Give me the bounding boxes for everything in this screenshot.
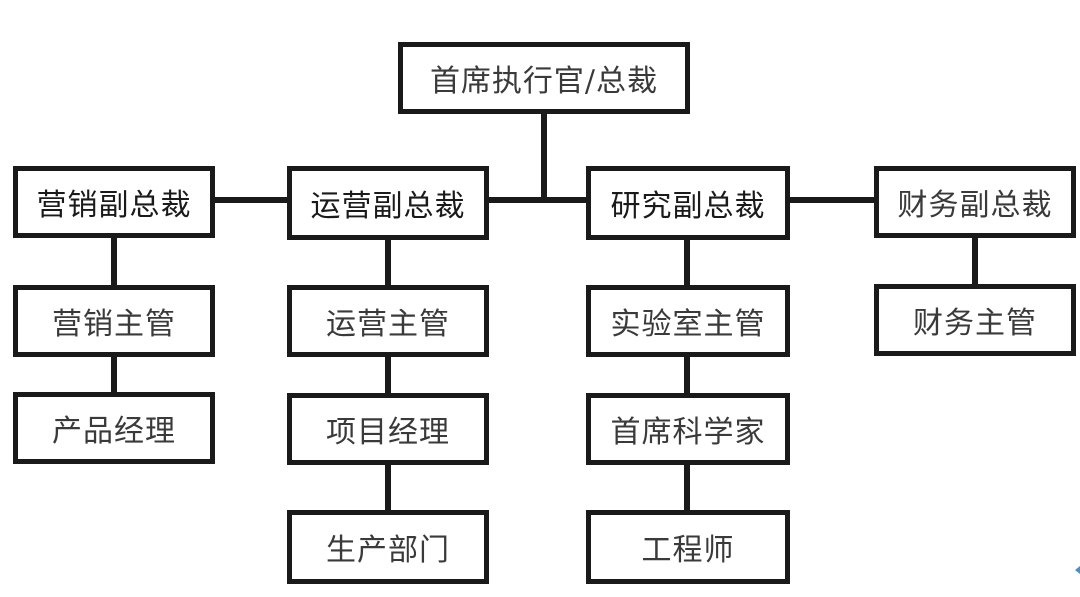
node-marketing-manager: 营销主管: [13, 285, 215, 357]
connector-operations-2: [385, 354, 391, 396]
connector-marketing-2: [111, 354, 117, 395]
node-chief-scientist: 首席科学家: [586, 393, 790, 465]
connector-finance-1: [972, 235, 978, 287]
node-product-manager: 产品经理: [13, 392, 215, 464]
connector-research-3: [684, 462, 690, 513]
connector-research-2: [684, 354, 690, 396]
edge-marker-icon: [1075, 566, 1080, 574]
connector-ceo-vertical: [541, 110, 547, 202]
node-vp-operations: 运营副总裁: [287, 166, 489, 240]
node-vp-research: 研究副总裁: [586, 166, 790, 240]
node-production: 生产部门: [287, 510, 489, 584]
node-lab-manager: 实验室主管: [586, 285, 790, 357]
node-project-manager: 项目经理: [287, 393, 489, 465]
node-finance-manager: 财务主管: [874, 284, 1076, 356]
node-engineer: 工程师: [586, 510, 790, 584]
connector-operations-1: [385, 237, 391, 288]
connector-operations-3: [385, 462, 391, 513]
connector-marketing-1: [111, 235, 117, 288]
node-vp-finance: 财务副总裁: [874, 166, 1076, 238]
connector-vp-horizontal: [211, 197, 878, 203]
node-operations-manager: 运营主管: [287, 285, 489, 357]
connector-research-1: [684, 237, 690, 288]
node-vp-marketing: 营销副总裁: [13, 166, 215, 238]
node-ceo: 首席执行官/总裁: [398, 42, 690, 114]
